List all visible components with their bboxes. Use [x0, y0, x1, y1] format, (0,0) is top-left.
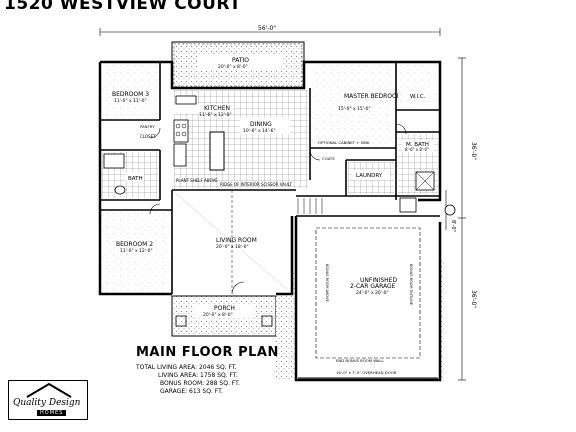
garage-label-2: 2-CAR GARAGE — [350, 283, 396, 290]
dim-right-small: 8'-0" — [450, 220, 456, 232]
exterior-walls — [98, 60, 442, 382]
bonus-outline-note: BONUS ROOM OUTLINE — [409, 264, 413, 305]
laundry-label: LAUNDRY — [356, 173, 383, 179]
bedroom3-size: 11'-0" x 11'-0" — [114, 98, 147, 104]
kitchen-label: KITCHEN — [204, 105, 230, 112]
living-area: LIVING AREA: 1758 SQ. FT. — [158, 372, 238, 379]
living-size: 20'-0" x 18'-0" — [216, 244, 249, 250]
logo-name: Quality Design — [13, 398, 81, 408]
pantry-note: PANTRY — [140, 124, 155, 129]
dining-size: 10'-6" x 14'-6" — [243, 128, 276, 134]
patio-size: 20'-0" x 8'-0" — [218, 64, 248, 70]
master-label: MASTER BEDROOM — [344, 93, 402, 100]
bonus-above-note: BONUS ROOM ABOVE — [325, 264, 329, 302]
bedroom-2 — [102, 212, 170, 292]
bedroom-3 — [102, 64, 158, 119]
garage — [298, 218, 438, 378]
kitchen-island — [209, 131, 225, 171]
interior-walls — [100, 62, 440, 294]
master-bedroom — [312, 64, 394, 146]
mbath-size: 8'-6" x 8'-0" — [405, 147, 429, 152]
mbath-label: M. BATH — [406, 142, 429, 148]
kitchen-size: 11'-6" x 12'-0" — [199, 112, 232, 118]
porch-size: 20'-0" x 8'-0" — [203, 312, 233, 318]
garage-door-note: 16'-0" x 7'-0" OVERHEAD DOOR — [336, 370, 397, 375]
stairs — [297, 198, 323, 214]
logo-sub: HOMES — [37, 410, 67, 416]
master-size: 15'-0" x 15'-0" — [338, 106, 371, 112]
garage-area: GARAGE: 613 SQ. FT. — [160, 388, 223, 395]
patio-label: PATIO — [232, 57, 249, 64]
bonus-wall-note: END BONUS ROOM WALL — [336, 358, 384, 363]
plan-title: MAIN FLOOR PLAN — [136, 345, 279, 360]
coats-note: COATS — [322, 156, 335, 161]
house-roof-icon — [26, 382, 72, 398]
dining-label: DINING — [250, 121, 272, 128]
closet-label: CLOSET — [140, 134, 156, 139]
bedroom3-label: BEDROOM 3 — [112, 91, 149, 98]
dim-overall-width: 56'-0" — [258, 25, 276, 32]
porch-label: PORCH — [214, 305, 235, 312]
bath-label: BATH — [128, 176, 143, 182]
plant-shelf-note: PLANT SHELF ABOVE — [176, 178, 218, 183]
bedroom2-size: 11'-0" x 12'-0" — [120, 248, 153, 254]
plan-address-title: 1520 WESTVIEW COURT — [4, 0, 242, 14]
optional-note: OPTIONAL CABINET + SINK — [318, 140, 370, 145]
living-label: LIVING ROOM — [216, 237, 257, 244]
dim-right-lower: 36'-0" — [470, 290, 477, 308]
quality-design-logo: Quality Design HOMES — [8, 380, 88, 420]
dim-right-upper: 36'-0" — [470, 142, 477, 160]
ridge-note: RIDGE OF INTERIOR SCISSOR VAULT — [220, 182, 293, 187]
bedroom2-label: BEDROOM 2 — [116, 241, 153, 248]
total-living-area: TOTAL LIVING AREA: 2046 SQ. FT. — [136, 364, 237, 371]
driveway — [276, 270, 296, 380]
bonus-room-area: BONUS ROOM: 288 SQ. FT. — [160, 380, 240, 387]
garage-label-1: UNFINISHED — [360, 277, 397, 284]
garage-size: 24'-0" x 26'-0" — [356, 290, 389, 296]
wic-label: W.I.C. — [410, 94, 426, 100]
doors — [149, 123, 407, 295]
